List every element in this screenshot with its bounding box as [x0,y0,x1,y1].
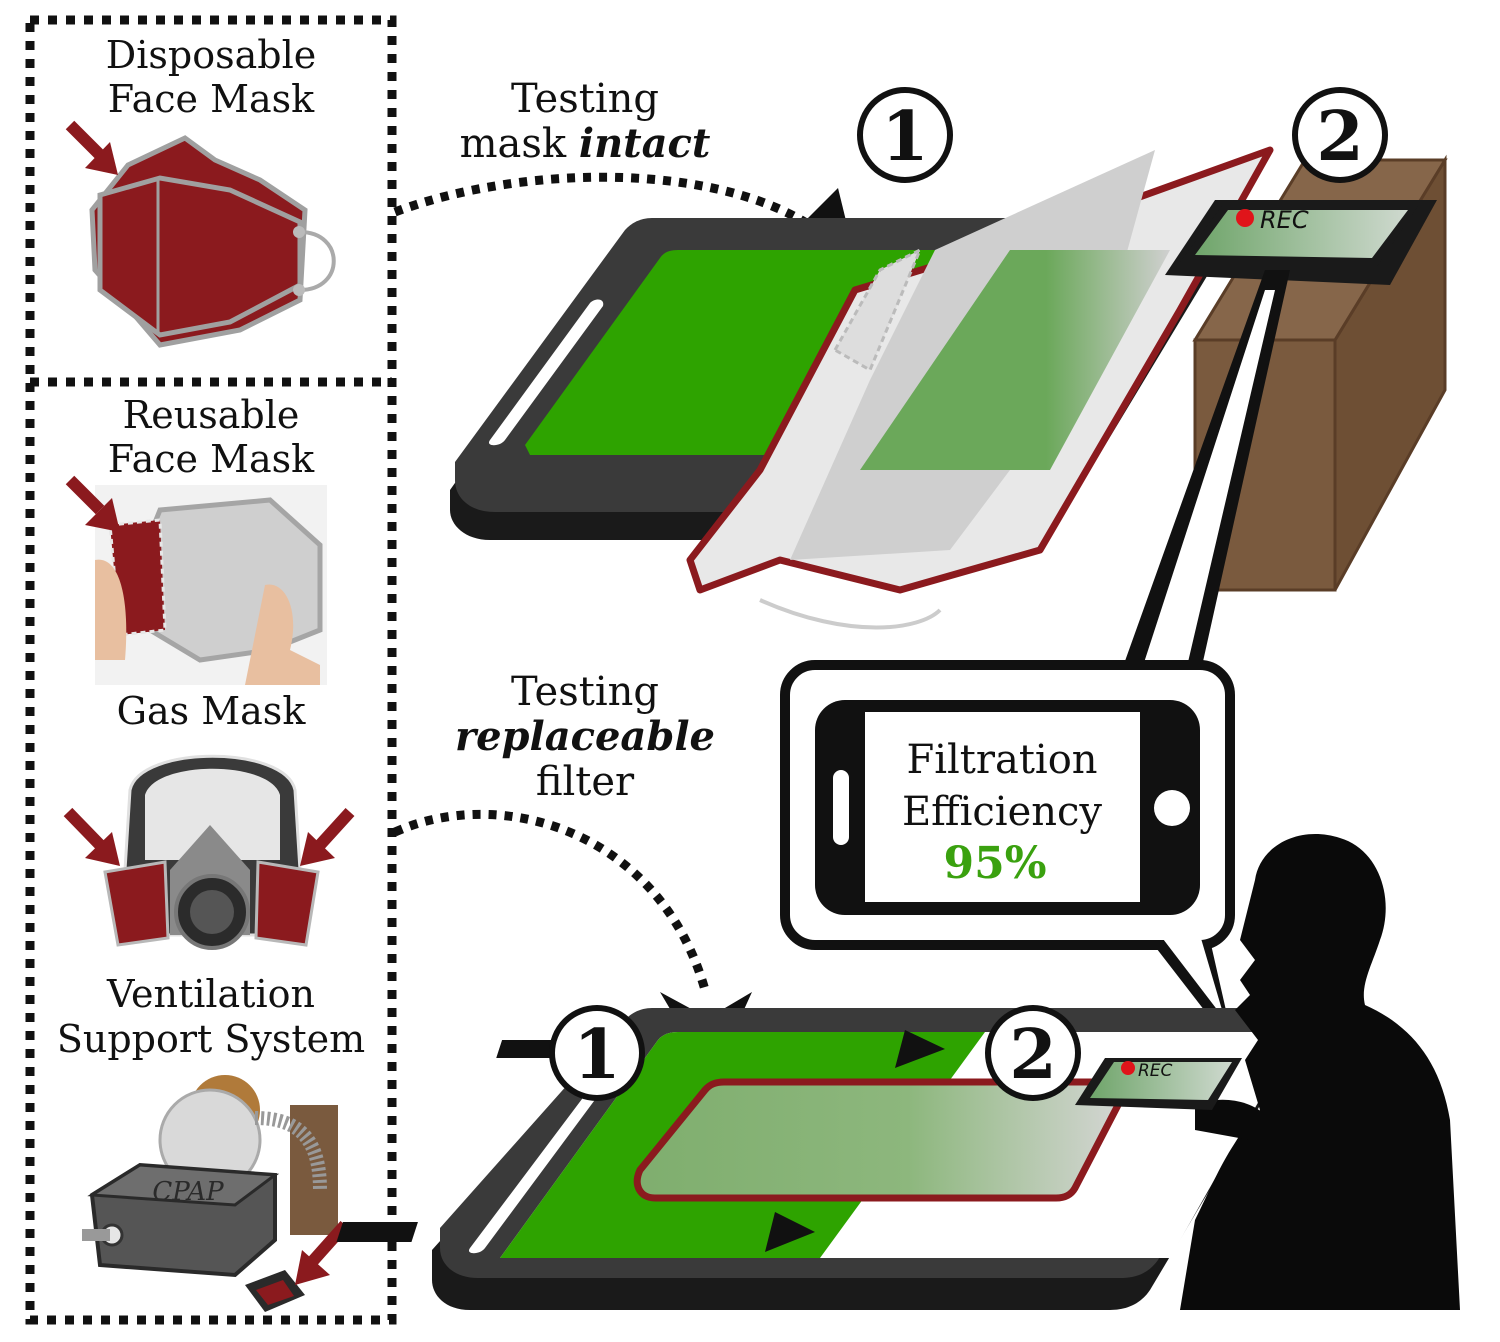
ventilation-label-line1: Ventilation [106,972,315,1016]
bottom-step2-badge: 2 [985,1005,1081,1101]
top-caption-pre: mask [460,121,579,167]
bottom-rec-label: REC [1138,1061,1173,1081]
bottom-step2-number: 2 [1009,1015,1056,1095]
reusable-mask-icon [95,485,327,685]
bottom-step1-badge: 1 [549,1005,645,1101]
top-caption-emph: intact [579,120,711,167]
callout-line2: Efficiency [902,789,1102,835]
bottom-right-arrow-lower-icon [336,1212,815,1252]
reusable-label-line2: Face Mask [108,437,315,481]
top-recording-phone-icon: REC [1165,200,1437,285]
gas-mask-icon [103,754,320,950]
cpap-label: CPAP [152,1177,224,1207]
top-step1-badge: 1 [857,87,953,183]
ventilation-label-line2: Support System [57,1017,365,1061]
top-record-dot-icon [1236,209,1254,227]
cpap-arrow-icon [295,1221,350,1285]
gas-mask-right-arrow-icon [300,807,355,866]
top-step2-number: 2 [1316,97,1363,177]
disposable-mask-icon [89,135,336,348]
callout-tail-inner [1160,935,1225,1020]
disposable-arrow-icon [65,120,118,175]
left-panel-border [25,15,397,1325]
callout-line1: Filtration [906,737,1097,783]
disposable-label-line2: Face Mask [108,77,315,121]
callout-beam-top-inner [1140,290,1275,675]
bottom-filter [633,1078,1136,1202]
bottom-caption-line1: Testing [511,669,659,715]
top-rec-label: REC [1260,206,1309,234]
callout-phone-icon [815,700,1200,915]
bottom-connector-arrow [393,809,710,992]
top-step1-number: 1 [881,97,928,177]
top-caption-line2: mask intact [460,120,711,167]
bottom-recording-phone-icon: REC [1075,1058,1242,1110]
left-panel: Disposable Face Mask Reusable Face Mask [25,15,397,1325]
bottom-caption-emph: replaceable [455,713,715,760]
cpap-icon: CPAP [81,1075,338,1312]
reusable-arrow-icon [65,475,120,532]
callout: Filtration Efficiency 95% [780,270,1290,1050]
person-silhouette-icon [1180,834,1460,1310]
top-caption-line1: Testing [511,76,659,122]
reusable-label-line1: Reusable [123,393,300,437]
top-connector-arrow [393,172,823,236]
bottom-step1-number: 1 [573,1015,620,1095]
bottom-caption-line3: filter [536,759,635,805]
bottom-record-dot-icon [1121,1061,1135,1075]
bottom-scenario: Testing replaceable filter 1 [336,669,1460,1310]
gas-mask-left-arrow-icon [63,807,120,866]
top-step2-badge: 2 [1292,87,1388,183]
disposable-label-line1: Disposable [106,33,316,77]
callout-value: 95% [943,838,1046,889]
top-mask-icon [686,146,1274,630]
top-scenario: Testing mask intact 1 [393,76,1448,630]
gas-mask-label: Gas Mask [117,689,307,733]
